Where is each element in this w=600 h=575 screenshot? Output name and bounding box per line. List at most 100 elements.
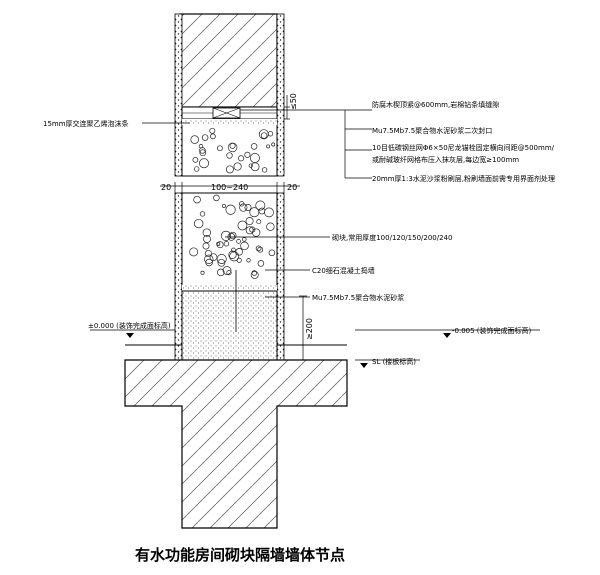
- aggregate-bubble: [201, 134, 209, 141]
- aggregate-bubble: [226, 152, 233, 159]
- aggregate-bubble: [245, 226, 254, 235]
- aggregate-bubble: [209, 253, 218, 262]
- aggregate-bubble: [245, 217, 254, 226]
- label-top-mortar: Mu7.5Mb7.5聚合物水泥砂浆二次封口: [372, 126, 492, 135]
- level-triangle-slab: [360, 363, 368, 368]
- aggregate-bubble: [236, 257, 242, 263]
- aggregate-bubble: [244, 204, 252, 211]
- aggregate-bubble: [250, 143, 258, 150]
- drawing-title: 有水功能房间砌块隔墙墙体节点: [135, 546, 345, 564]
- dim-wall-width: 100~240: [211, 183, 248, 192]
- aggregate-bubble: [203, 235, 211, 243]
- aggregate-bubble: [233, 162, 242, 171]
- dim-plinth-height: ≥200: [305, 318, 314, 340]
- aggregate-bubble: [192, 157, 199, 163]
- dim-right-plaster: 20: [287, 183, 297, 192]
- lower-block: [181, 192, 278, 292]
- aggregate-bubble: [217, 268, 225, 277]
- label-concrete-plinth: C20细石混凝土捣墙: [312, 266, 375, 275]
- dim-top-gap: ≤50: [289, 93, 298, 110]
- aggregate-bubble: [221, 203, 226, 208]
- aggregate-bubble: [244, 151, 251, 158]
- aggregate-bubble: [217, 145, 223, 152]
- aggregate-bubble: [248, 163, 253, 168]
- label-foam-strip: 15mm厚交连聚乙烯泡沫条: [43, 119, 129, 128]
- aggregate-bubble: [261, 167, 268, 173]
- aggregate-bubble: [202, 242, 210, 250]
- label-mesh-line1: 10目低碳钢丝网Φ6×50尼龙锚栓固定横向间距@500mm/: [372, 143, 555, 152]
- aggregate-bubble: [199, 211, 206, 217]
- aggregate-bubble: [271, 142, 276, 147]
- aggregate-bubble: [231, 247, 236, 253]
- aggregate-bubble: [189, 247, 199, 257]
- dimension-lines: [160, 95, 307, 361]
- aggregate-bubble: [239, 203, 248, 212]
- level-slab: SL (楼板标高): [372, 357, 416, 366]
- aggregate-bubble: [266, 144, 271, 149]
- aggregate-bubble: [236, 239, 241, 244]
- aggregate-bubble: [209, 127, 216, 134]
- aggregate-bubble: [216, 254, 227, 264]
- top-joint-strip: [181, 106, 278, 120]
- aggregate-bubble: [225, 204, 236, 215]
- aggregate-bubble: [204, 254, 214, 264]
- aggregate-bubble: [220, 230, 231, 241]
- aggregate-bubble: [240, 241, 249, 251]
- aggregate-bubble: [238, 155, 245, 162]
- aggregate-bubble: [266, 222, 275, 231]
- aggregate-bubble: [204, 249, 212, 258]
- aggregate-bubble: [226, 270, 232, 276]
- label-plaster: 20mm厚1:3水泥沙浆粉刷层,粉刷墙面前需专用界面剂处理: [372, 174, 555, 183]
- leader-lines: [90, 109, 540, 361]
- level-finish-right: -0.005 (装饰完成面标高): [452, 326, 532, 335]
- aggregate-bubble: [213, 194, 220, 202]
- block-aggregate: [189, 194, 276, 279]
- level-markers: [126, 333, 451, 368]
- aggregate-bubble: [257, 260, 265, 267]
- top-plaster-layers: [174, 13, 285, 177]
- aggregate-bubble: [199, 149, 207, 157]
- block-aggregate: [190, 127, 276, 174]
- label-bottom-mortar: Mu7.5Mb7.5聚合物水泥砂浆: [312, 293, 404, 302]
- aggregate-bubble: [260, 132, 268, 139]
- aggregate-bubble: [246, 258, 251, 263]
- level-triangle-left: [126, 333, 134, 338]
- aggregate-bubble: [239, 201, 245, 207]
- level-finish-left: ±0.000 (装饰完成面标高): [88, 321, 171, 330]
- aggregate-bubble: [225, 165, 234, 174]
- aggregate-bubble: [217, 258, 226, 267]
- aggregate-bubble: [237, 220, 248, 231]
- aggregate-bubble: [268, 249, 276, 257]
- label-block: 砌块,常用厚度100/120/150/200/240: [332, 233, 452, 242]
- aggregate-bubble: [267, 131, 274, 137]
- aggregate-bubble: [210, 133, 216, 140]
- aggregate-bubble: [229, 231, 237, 240]
- aggregate-bubble: [227, 142, 238, 153]
- aggregate-bubble: [242, 237, 247, 242]
- aggregate-bubble: [249, 153, 260, 163]
- top-beam: [179, 13, 278, 108]
- aggregate-bubble: [222, 266, 232, 275]
- aggregate-bubble: [250, 271, 259, 279]
- aggregate-bubble: [216, 241, 224, 249]
- upper-block: [181, 118, 278, 177]
- aggregate-bubble: [198, 144, 204, 149]
- aggregate-bubble: [223, 241, 230, 247]
- aggregate-bubble: [199, 158, 209, 169]
- floor-slab: [124, 344, 348, 529]
- aggregate-bubble: [190, 135, 199, 144]
- aggregate-bubble: [200, 270, 205, 275]
- aggregate-bubble: [202, 228, 211, 237]
- label-mesh-line2: 或耐碱玻纤网格布压入抹灰层,每边宽≥100mm: [372, 155, 519, 164]
- aggregate-bubble: [255, 200, 266, 211]
- aggregate-bubble: [194, 218, 204, 229]
- aggregate-bubble: [257, 246, 264, 253]
- aggregate-bubble: [256, 219, 262, 225]
- aggregate-bubble: [194, 166, 200, 172]
- aggregate-bubble: [249, 207, 260, 218]
- aggregate-bubble: [193, 195, 201, 204]
- level-triangle-right: [443, 333, 451, 338]
- dim-left-plaster: 20: [161, 183, 171, 192]
